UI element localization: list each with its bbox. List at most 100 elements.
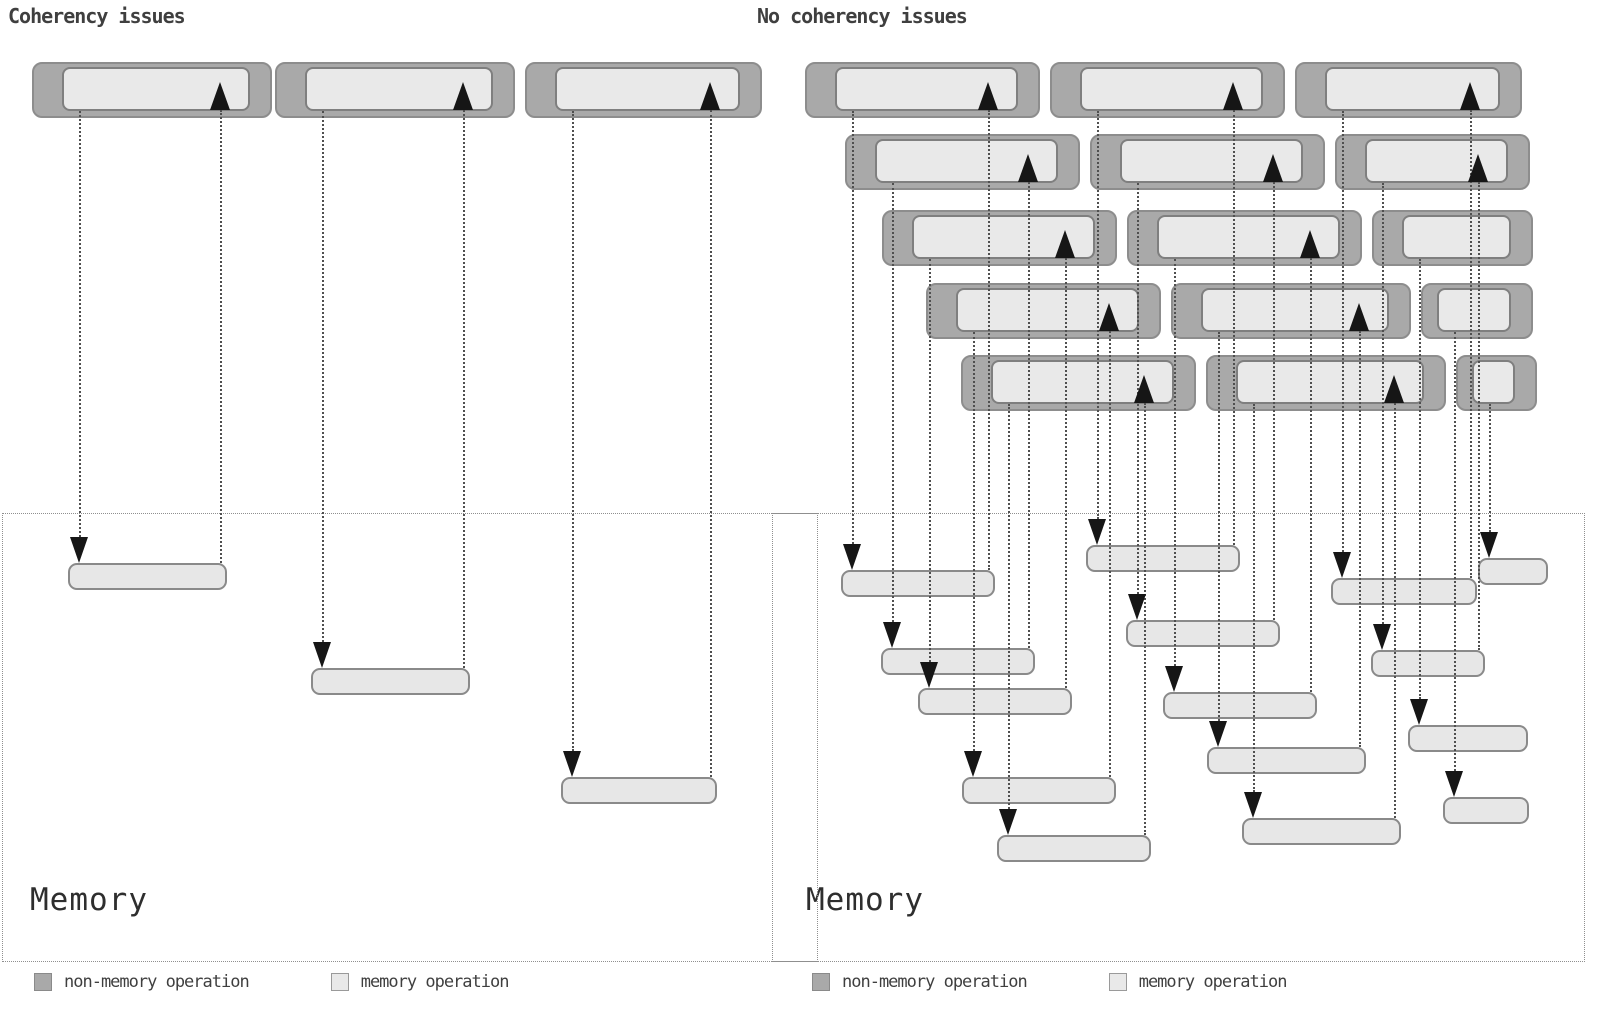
right-instruction-13-memory-write-box [1242, 818, 1401, 845]
right-instruction-12-write-arrow-icon [999, 809, 1017, 835]
right-instruction-13-read-arrow-icon [1384, 375, 1404, 403]
non-memory-swatch-icon [34, 973, 52, 991]
right-instruction-14-write-arrow-icon [1480, 532, 1498, 558]
left-instruction-1-write-arrow-icon [313, 642, 331, 668]
right-instruction-13-write-line [1253, 404, 1255, 792]
left-instruction-0-read-line [220, 110, 222, 563]
right-instruction-6-read-arrow-icon [1055, 230, 1075, 258]
right-instruction-10-memory-write-box [1207, 747, 1366, 774]
right-instruction-0-write-arrow-icon [843, 544, 861, 570]
right-instruction-10-write-line [1218, 332, 1220, 721]
right-instruction-5-read-arrow-icon [1468, 154, 1488, 182]
right-instruction-5-write-arrow-icon [1373, 624, 1391, 650]
right-instruction-0-read-line [988, 110, 990, 570]
right-panel-title: No coherency issues [757, 4, 968, 28]
right-instruction-12-memory-write-box [997, 835, 1151, 862]
right-instruction-1-read-arrow-icon [1223, 82, 1243, 110]
right-instruction-7-write-line [1174, 259, 1176, 666]
right-instruction-1-memory-write-box [1086, 545, 1240, 572]
right-instruction-4-read-arrow-icon [1263, 154, 1283, 182]
left-instruction-2-read-arrow-icon [700, 82, 720, 110]
right-instruction-13-write-arrow-icon [1244, 792, 1262, 818]
right-instruction-11-write-line [1454, 332, 1456, 771]
left-instruction-2-write-arrow-icon [563, 751, 581, 777]
legend-label: non-memory operation [842, 972, 1028, 992]
right-instruction-5-memory-write-box [1371, 650, 1485, 677]
right-instruction-10-write-arrow-icon [1209, 721, 1227, 747]
left-legend: non-memory operation memory operation [34, 972, 510, 992]
right-instruction-5-read-line [1478, 182, 1480, 650]
legend-label: memory operation [1138, 972, 1288, 992]
right-instruction-4-read-line [1273, 182, 1275, 620]
right-instruction-5-write-line [1382, 183, 1384, 624]
left-panel-title: Coherency issues [8, 4, 186, 28]
right-memory-region [772, 513, 1585, 962]
right-instruction-3-write-arrow-icon [883, 622, 901, 648]
right-instruction-11-write-arrow-icon [1445, 771, 1463, 797]
left-instruction-2-read-line [710, 110, 712, 777]
left-instruction-2-write-line [572, 111, 574, 751]
memory-swatch-icon [1108, 973, 1127, 991]
right-instruction-12-write-line [1008, 404, 1010, 809]
left-instruction-0-read-arrow-icon [210, 82, 230, 110]
right-instruction-7-read-arrow-icon [1300, 230, 1320, 258]
right-instruction-7-read-line [1310, 258, 1312, 692]
right-instruction-8-memory-write-box [1408, 725, 1528, 752]
right-memory-label: Memory [806, 882, 924, 918]
right-instruction-3-write-line [892, 183, 894, 622]
right-instruction-2-write-line [1342, 111, 1344, 552]
right-instruction-6-read-line [1065, 258, 1067, 688]
legend-item-memory: memory operation [330, 972, 510, 992]
right-instruction-9-memory-write-box [962, 777, 1116, 804]
right-instruction-0-write-line [852, 111, 854, 544]
right-instruction-10-read-line [1359, 331, 1361, 747]
right-instruction-9-write-arrow-icon [964, 751, 982, 777]
right-instruction-2-memory-write-box [1331, 578, 1477, 605]
non-memory-swatch-icon [812, 973, 830, 991]
right-instruction-1-write-arrow-icon [1088, 519, 1106, 545]
right-instruction-6-write-line [929, 259, 931, 662]
memory-swatch-icon [330, 973, 349, 991]
right-instruction-3-read-arrow-icon [1018, 154, 1038, 182]
right-instruction-1-read-line [1233, 110, 1235, 545]
right-instruction-4-write-arrow-icon [1128, 594, 1146, 620]
right-instruction-2-read-arrow-icon [1460, 82, 1480, 110]
right-instruction-14-memory-write-box [1478, 558, 1548, 585]
left-instruction-1-memory-write-box [311, 668, 470, 695]
legend-label: non-memory operation [64, 972, 250, 992]
right-instruction-0-memory-write-box [841, 570, 995, 597]
legend-item-memory: memory operation [1108, 972, 1288, 992]
right-instruction-3-memory-write-box [881, 648, 1035, 675]
right-instruction-8-memory-op [1402, 215, 1511, 259]
left-instruction-1-read-arrow-icon [453, 82, 473, 110]
left-instruction-0-memory-write-box [68, 563, 227, 590]
right-instruction-2-read-line [1470, 110, 1472, 578]
legend-label: memory operation [360, 972, 510, 992]
left-memory-region [2, 513, 818, 962]
right-instruction-0-read-arrow-icon [978, 82, 998, 110]
right-instruction-4-memory-write-box [1126, 620, 1280, 647]
right-instruction-2-write-arrow-icon [1333, 552, 1351, 578]
right-instruction-9-read-arrow-icon [1099, 303, 1119, 331]
right-instruction-13-read-line [1394, 403, 1396, 818]
right-instruction-6-write-arrow-icon [920, 662, 938, 688]
right-instruction-7-memory-write-box [1163, 692, 1317, 719]
right-legend: non-memory operation memory operation [812, 972, 1288, 992]
legend-item-non-memory: non-memory operation [812, 972, 1028, 992]
right-instruction-14-write-line [1489, 404, 1491, 532]
right-instruction-8-write-line [1419, 259, 1421, 699]
right-instruction-3-read-line [1028, 182, 1030, 648]
right-instruction-1-write-line [1097, 111, 1099, 519]
right-instruction-11-memory-op [1437, 288, 1511, 332]
left-instruction-1-write-line [322, 111, 324, 642]
right-instruction-12-read-arrow-icon [1134, 375, 1154, 403]
legend-item-non-memory: non-memory operation [34, 972, 250, 992]
right-instruction-11-memory-write-box [1443, 797, 1529, 824]
right-instruction-9-write-line [973, 332, 975, 751]
left-instruction-0-write-arrow-icon [70, 537, 88, 563]
right-instruction-6-memory-write-box [918, 688, 1072, 715]
left-instruction-0-write-line [79, 111, 81, 537]
right-instruction-7-write-arrow-icon [1165, 666, 1183, 692]
right-instruction-9-read-line [1109, 331, 1111, 777]
